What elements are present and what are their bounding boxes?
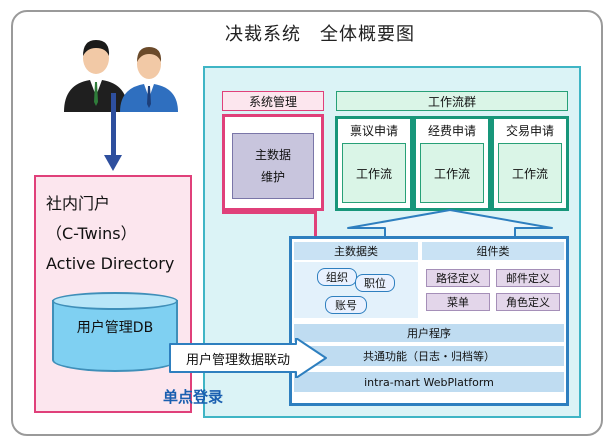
workflow-inner-expense: 工作流 (420, 143, 484, 203)
portal-system-name: （C-Twins） (46, 224, 137, 243)
workflow-inner-trade: 工作流 (498, 143, 562, 203)
master-data-maintenance-line1: 主数据 (254, 148, 291, 162)
single-sign-on-label: 单点登录 (162, 387, 223, 406)
system-management-label: 系统管理 (222, 91, 324, 111)
user-icon-dark (64, 40, 128, 112)
portal-directory: Active Directory (46, 254, 175, 273)
layer-common-functions: 共通功能（日志・归档等） (294, 346, 564, 366)
component-route-definition: 路径定义 (426, 269, 490, 287)
workflow-title-trade: 交易申请 (505, 123, 554, 138)
master-data-header: 主数据类 (294, 242, 418, 260)
master-data-maintenance: 主数据 维护 (232, 133, 314, 199)
sync-arrow (169, 338, 327, 378)
layer-user-program: 用户程序 (294, 324, 564, 342)
login-arrow-shaft (111, 93, 116, 159)
portal-title: 社内门户 (46, 194, 111, 213)
users-icon (64, 40, 178, 112)
tag-position: 职位 (355, 274, 395, 292)
workflow-title-expense: 经费申请 (427, 123, 476, 138)
layer-webplatform: intra-mart WebPlatform (294, 372, 564, 392)
tag-organization: 组织 (317, 268, 357, 286)
diagram-title: 决裁系统 全体概要图 (225, 24, 415, 45)
tag-account: 账号 (325, 296, 367, 314)
login-arrow-head (104, 155, 122, 171)
workflow-title-ringi: 禀议申请 (349, 123, 398, 138)
user-db-cylinder (52, 300, 178, 372)
user-icon-light (120, 47, 178, 112)
system-connector-horizontal (222, 211, 317, 214)
component-menu: 菜单 (426, 293, 490, 311)
component-mail-definition: 邮件定义 (496, 269, 560, 287)
component-role-definition: 角色定义 (496, 293, 560, 311)
user-db-label: 用户管理DB (76, 320, 154, 336)
workflow-inner-ringi: 工作流 (342, 143, 406, 203)
workflow-group-label: 工作流群 (336, 91, 568, 111)
system-connector-vertical (314, 211, 317, 237)
user-db-cylinder-top (52, 292, 178, 310)
components-header: 组件类 (422, 242, 564, 260)
master-data-maintenance-line2: 维护 (260, 170, 285, 184)
sync-arrow-label: 用户管理数据联动 (185, 352, 290, 368)
